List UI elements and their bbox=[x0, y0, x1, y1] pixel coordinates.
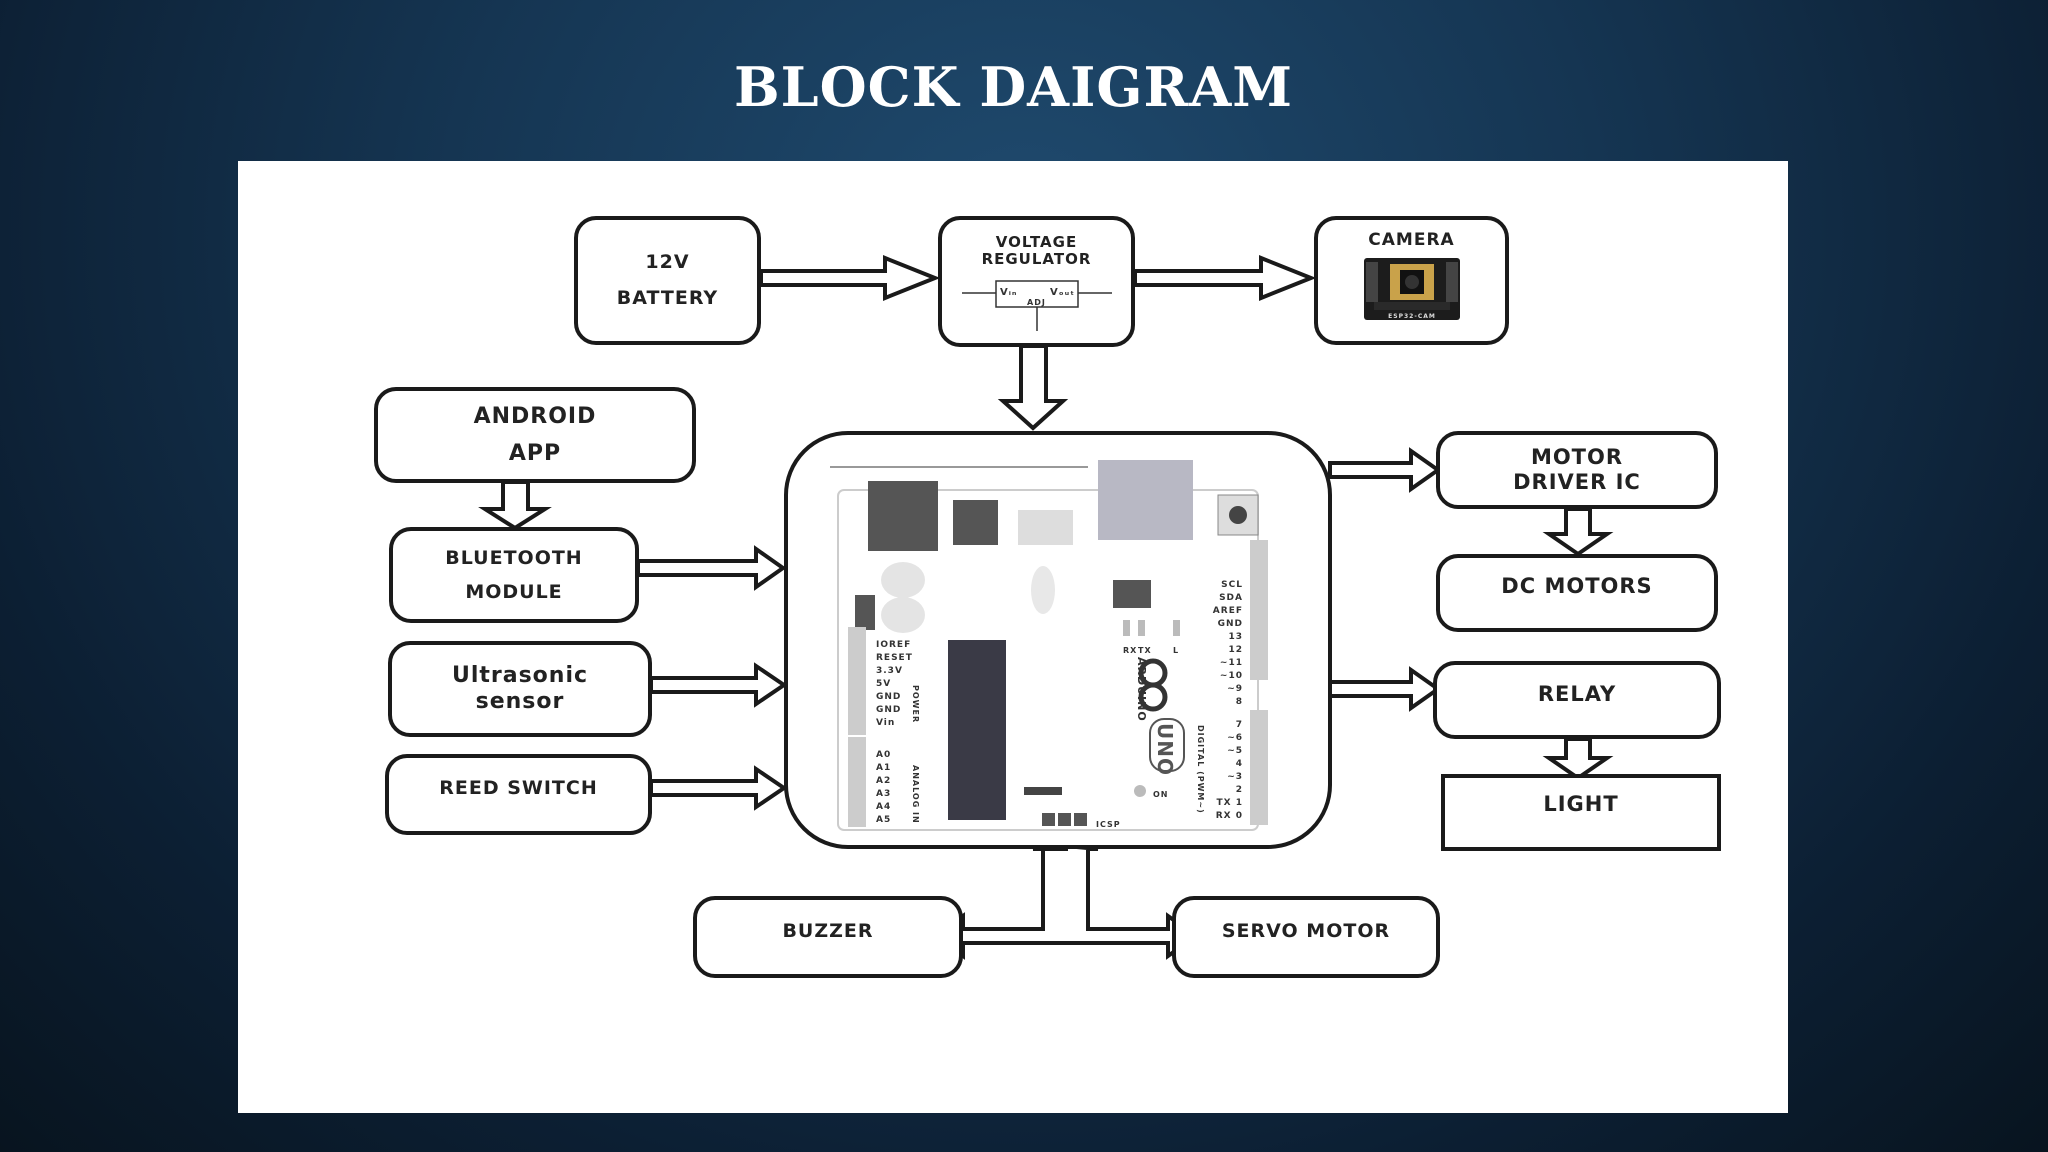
pin-a2: A2 bbox=[876, 776, 891, 786]
pin-a0: A0 bbox=[876, 750, 891, 760]
bluetooth-module-block: BLUETOOTH MODULE bbox=[389, 527, 639, 623]
battery-label-line2: BATTERY bbox=[616, 286, 719, 309]
pin-gnd-2: GND bbox=[876, 705, 901, 715]
pin-5v: 5V bbox=[876, 679, 891, 689]
arduino-board-icon: RX TX L ICSP ON IOREF RESET 3.3V 5V GND … bbox=[830, 460, 1268, 831]
led-tx-text: TX bbox=[1138, 646, 1152, 655]
pin-gnd-d: GND bbox=[1218, 619, 1243, 629]
bluetooth-label-line1: BLUETOOTH bbox=[445, 546, 583, 569]
pin-scl: SCL bbox=[1221, 580, 1243, 590]
arduino-logo-icon bbox=[1138, 658, 1168, 712]
arrow-arduino-buzzer-servo bbox=[931, 843, 1200, 960]
android-app-block: ANDROID APP bbox=[374, 387, 696, 483]
slide-title: BLOCK DAIGRAM bbox=[733, 55, 1293, 119]
relay-label: RELAY bbox=[1537, 681, 1617, 706]
pin-9: ~9 bbox=[1227, 684, 1243, 694]
arrow-reed-to-arduino bbox=[649, 765, 788, 811]
regulator-adj-text: ADJ bbox=[1027, 298, 1046, 307]
analog-label-text: ANALOG IN bbox=[911, 765, 920, 824]
arrow-ultrasonic-to-arduino bbox=[649, 662, 788, 708]
pin-4: 4 bbox=[1236, 759, 1243, 769]
pin-reset: RESET bbox=[876, 653, 913, 663]
pin-a4: A4 bbox=[876, 802, 891, 812]
pin-rx0: RX 0 bbox=[1216, 811, 1243, 821]
pin-a1: A1 bbox=[876, 763, 891, 773]
buzzer-block: BUZZER bbox=[693, 896, 963, 978]
arduino-uno-block: RX TX L ICSP ON IOREF RESET 3.3V 5V GND … bbox=[784, 431, 1332, 849]
esp32-cam-icon: ESP32-CAM bbox=[1363, 258, 1460, 321]
pin-a5: A5 bbox=[876, 815, 891, 825]
motor-driver-label-line2: DRIVER IC bbox=[1513, 470, 1641, 494]
led-rx-text: RX bbox=[1123, 646, 1137, 655]
power-label-text: POWER bbox=[911, 685, 920, 723]
voltage-regulator-block: VOLTAGE REGULATOR Vᵢₙ Vₒᵤₜ ADJ bbox=[938, 216, 1135, 347]
android-label-line1: ANDROID bbox=[473, 403, 597, 429]
pin-aref: AREF bbox=[1213, 606, 1243, 616]
battery-block: 12V BATTERY bbox=[574, 216, 761, 345]
bluetooth-label-line2: MODULE bbox=[465, 581, 563, 603]
arrow-motor-driver-to-dc-motors bbox=[1542, 507, 1614, 557]
pin-gnd-1: GND bbox=[876, 692, 901, 702]
arduino-model-text: UNO bbox=[1153, 723, 1177, 776]
pin-8: 8 bbox=[1236, 697, 1243, 707]
pin-11: ~11 bbox=[1220, 658, 1243, 668]
dc-motors-label: DC MOTORS bbox=[1501, 573, 1653, 598]
arrow-regulator-to-camera bbox=[1133, 255, 1317, 301]
pin-7: 7 bbox=[1236, 720, 1243, 730]
arrow-arduino-to-motor-driver bbox=[1328, 447, 1442, 493]
pin-3: ~3 bbox=[1227, 772, 1243, 782]
ultrasonic-label-line2: sensor bbox=[475, 689, 565, 714]
regulator-vin-text: Vᵢₙ bbox=[1000, 287, 1018, 298]
arrow-arduino-to-relay bbox=[1328, 666, 1442, 712]
arrow-relay-to-light bbox=[1542, 737, 1614, 781]
arrows-layer bbox=[478, 255, 1614, 960]
arrow-bluetooth-to-arduino bbox=[636, 545, 787, 591]
regulator-label-line1: VOLTAGE bbox=[995, 233, 1078, 251]
pin-3v3: 3.3V bbox=[876, 666, 903, 676]
dc-motors-block: DC MOTORS bbox=[1436, 554, 1718, 632]
pin-2: 2 bbox=[1236, 785, 1243, 795]
arrow-battery-to-regulator bbox=[759, 255, 941, 301]
camera-block: CAMERA ESP32-CAM bbox=[1314, 216, 1509, 345]
regulator-vout-text: Vₒᵤₜ bbox=[1050, 287, 1075, 298]
pin-vin: Vin bbox=[876, 718, 895, 728]
pin-a3: A3 bbox=[876, 789, 891, 799]
buzzer-label: BUZZER bbox=[782, 920, 874, 943]
battery-label-line1: 12V bbox=[645, 250, 690, 273]
servo-motor-block: SERVO MOTOR bbox=[1172, 896, 1440, 978]
diagram-panel: 12V BATTERY VOLTAGE REGULATOR Vᵢₙ Vₒᵤₜ A… bbox=[238, 161, 1788, 1113]
pin-6: ~6 bbox=[1227, 733, 1243, 743]
pin-12: 12 bbox=[1228, 645, 1243, 655]
light-block: LIGHT bbox=[1441, 774, 1721, 851]
motor-driver-block: MOTOR DRIVER IC bbox=[1436, 431, 1718, 509]
relay-block: RELAY bbox=[1433, 661, 1721, 739]
arduino-brand-text: ARDUINO bbox=[1135, 657, 1148, 722]
arrow-android-to-bluetooth bbox=[478, 480, 552, 531]
pin-13: 13 bbox=[1228, 632, 1243, 642]
pin-sda: SDA bbox=[1219, 593, 1243, 603]
pin-10: ~10 bbox=[1220, 671, 1243, 681]
camera-label: CAMERA bbox=[1368, 230, 1455, 250]
on-text: ON bbox=[1153, 790, 1169, 799]
pin-ioref: IOREF bbox=[876, 640, 911, 650]
camera-module-text: ESP32-CAM bbox=[1388, 313, 1436, 320]
led-l-text: L bbox=[1173, 646, 1179, 655]
pin-tx1: TX 1 bbox=[1217, 798, 1243, 808]
reed-label: REED SWITCH bbox=[439, 776, 598, 799]
icsp-text: ICSP bbox=[1096, 820, 1121, 829]
android-label-line2: APP bbox=[508, 441, 562, 466]
pin-5: ~5 bbox=[1227, 746, 1243, 756]
regulator-symbol-icon: Vᵢₙ Vₒᵤₜ ADJ bbox=[961, 279, 1112, 331]
ultrasonic-label-line1: Ultrasonic bbox=[451, 662, 589, 688]
arrow-regulator-to-arduino bbox=[997, 344, 1069, 431]
ultrasonic-sensor-block: Ultrasonic sensor bbox=[388, 641, 652, 737]
light-label: LIGHT bbox=[1543, 792, 1619, 817]
regulator-label-line2: REGULATOR bbox=[981, 250, 1092, 269]
digital-label-text: DIGITAL (PWM~) bbox=[1196, 725, 1205, 814]
motor-driver-label-line1: MOTOR bbox=[1530, 444, 1624, 469]
servo-label: SERVO MOTOR bbox=[1221, 920, 1391, 943]
reed-switch-block: REED SWITCH bbox=[385, 754, 652, 835]
